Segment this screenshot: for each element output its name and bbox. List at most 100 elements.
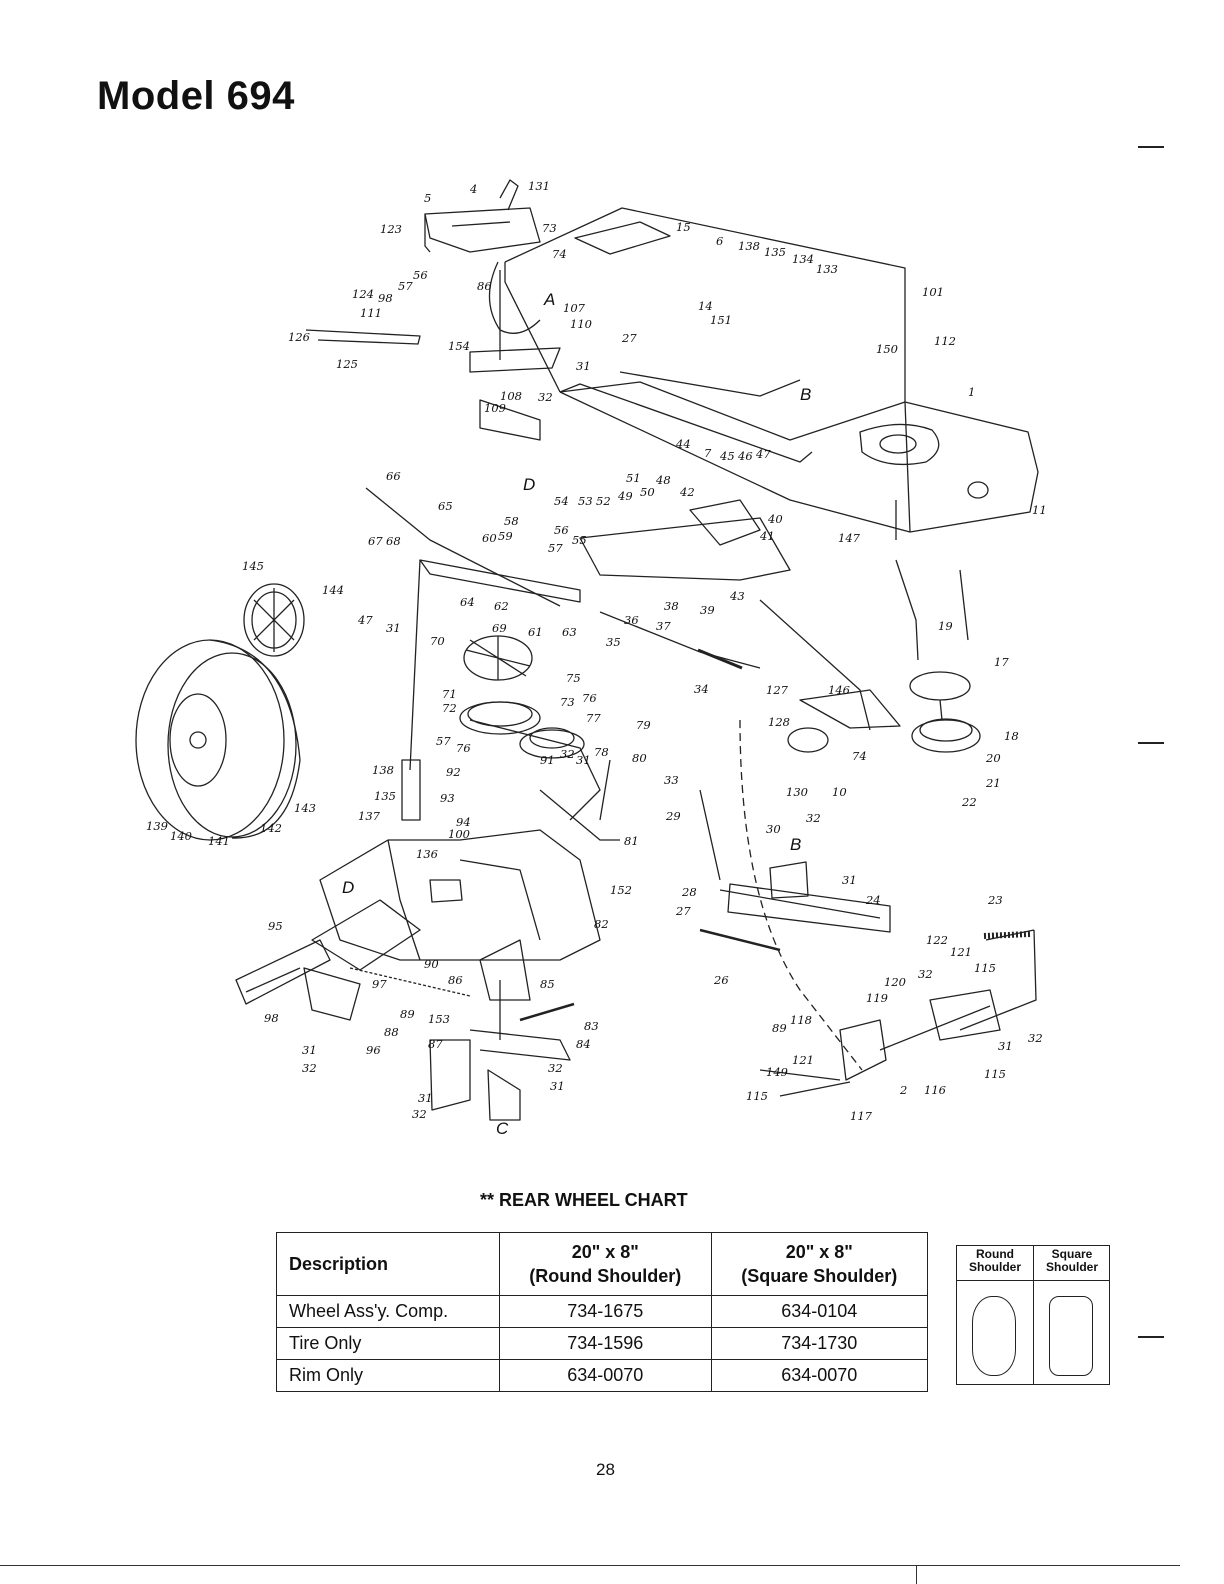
callout: 98 bbox=[264, 1011, 279, 1025]
callout: 84 bbox=[576, 1037, 591, 1051]
callout: 47 bbox=[357, 613, 373, 627]
callout: 1 bbox=[968, 385, 975, 399]
callout: 51 bbox=[626, 471, 641, 485]
callout: 95 bbox=[268, 919, 283, 933]
callout: 74 bbox=[552, 247, 567, 261]
callout: 119 bbox=[866, 991, 888, 1005]
callout: B bbox=[790, 835, 801, 854]
callout: 48 bbox=[655, 473, 671, 487]
callout: 27 bbox=[675, 904, 691, 918]
callout: 54 bbox=[554, 494, 569, 508]
callout: 67 bbox=[368, 534, 383, 548]
table-row: Tire Only 734-1596 734-1730 bbox=[276, 1327, 929, 1360]
callout: 17 bbox=[994, 655, 1009, 669]
callout: 32 bbox=[806, 811, 821, 825]
callout: 93 bbox=[440, 791, 455, 805]
callout: 39 bbox=[700, 603, 715, 617]
callout: 125 bbox=[336, 357, 358, 371]
callout: 141 bbox=[208, 834, 230, 848]
callout: 32 bbox=[560, 747, 575, 761]
callout: 42 bbox=[679, 485, 695, 499]
label-line: Round bbox=[976, 1247, 1014, 1261]
callout: 138 bbox=[738, 239, 760, 253]
callout: 44 bbox=[675, 437, 691, 451]
callout: 4 bbox=[469, 182, 477, 196]
table-header-row: Description 20" x 8" (Round Shoulder) 20… bbox=[276, 1232, 929, 1296]
callout: 58 bbox=[504, 514, 519, 528]
callout: 124 bbox=[352, 287, 374, 301]
callout: 110 bbox=[570, 317, 592, 331]
callout: 151 bbox=[710, 313, 732, 327]
callout: 150 bbox=[876, 342, 898, 356]
callout: 138 bbox=[372, 763, 394, 777]
round-part-number: 734-1596 bbox=[499, 1327, 712, 1360]
round-shoulder-label: Round Shoulder bbox=[957, 1248, 1033, 1274]
label-line: Square bbox=[1051, 1247, 1093, 1261]
callout: 111 bbox=[360, 306, 382, 320]
callout: 40 bbox=[767, 512, 783, 526]
callout: 62 bbox=[494, 599, 509, 613]
callout: 134 bbox=[792, 252, 814, 266]
callout: 117 bbox=[850, 1109, 873, 1123]
callout: 32 bbox=[538, 390, 553, 404]
legend-divider bbox=[957, 1280, 1109, 1281]
callout: 98 bbox=[378, 291, 393, 305]
callout: 149 bbox=[766, 1065, 788, 1079]
callout: 31 bbox=[418, 1091, 433, 1105]
callout: 14 bbox=[698, 299, 713, 313]
callout: 133 bbox=[816, 262, 838, 276]
callout: 49 bbox=[617, 489, 633, 503]
label-line: Shoulder bbox=[1045, 1260, 1098, 1274]
row-description: Tire Only bbox=[276, 1327, 500, 1360]
callout: 20 bbox=[985, 751, 1001, 765]
transaxle bbox=[235, 829, 601, 1021]
callout: 66 bbox=[386, 469, 401, 483]
callout: 85 bbox=[540, 977, 555, 991]
rear-wheel-table: Description 20" x 8" (Round Shoulder) 20… bbox=[276, 1232, 929, 1392]
callout: 115 bbox=[746, 1089, 768, 1103]
callout: 121 bbox=[792, 1053, 814, 1067]
callout: 123 bbox=[380, 222, 402, 236]
callout: 107 bbox=[563, 301, 586, 315]
callout: 145 bbox=[242, 559, 264, 573]
callout: 90 bbox=[424, 957, 439, 971]
callout: 2 bbox=[899, 1083, 907, 1097]
callout: 53 bbox=[578, 494, 593, 508]
callout: 55 bbox=[572, 533, 587, 547]
header-kind: (Square Shoulder) bbox=[741, 1266, 898, 1286]
callout: 57 bbox=[436, 734, 451, 748]
callout: 130 bbox=[786, 785, 808, 799]
callout: 56 bbox=[413, 268, 428, 282]
callout: 126 bbox=[288, 330, 310, 344]
callout: 80 bbox=[632, 751, 647, 765]
callout: 128 bbox=[768, 715, 790, 729]
callout: 35 bbox=[606, 635, 621, 649]
callout: 109 bbox=[484, 401, 506, 415]
callout: 61 bbox=[528, 625, 543, 639]
callout: 41 bbox=[759, 529, 775, 543]
callout: 127 bbox=[766, 683, 789, 697]
callout: 116 bbox=[924, 1083, 946, 1097]
row-description: Rim Only bbox=[276, 1359, 500, 1392]
callout: 38 bbox=[664, 599, 679, 613]
callout: 47 bbox=[755, 447, 771, 461]
callout: 83 bbox=[584, 1019, 599, 1033]
callout: 76 bbox=[582, 691, 597, 705]
callout: 6 bbox=[716, 234, 723, 248]
callout: 154 bbox=[448, 339, 470, 353]
callout: 52 bbox=[596, 494, 611, 508]
callout: 101 bbox=[922, 285, 944, 299]
square-shoulder-cell: Square Shoulder bbox=[1034, 1246, 1110, 1384]
callout: 135 bbox=[764, 245, 786, 259]
header-size: 20" x 8" bbox=[571, 1242, 639, 1262]
callout: 31 bbox=[550, 1079, 565, 1093]
callout: 24 bbox=[865, 893, 881, 907]
callout: 45 bbox=[719, 449, 735, 463]
callout: 122 bbox=[926, 933, 948, 947]
callout: 87 bbox=[428, 1037, 443, 1051]
callout: 27 bbox=[621, 331, 637, 345]
callout: 11 bbox=[1032, 503, 1047, 517]
callout: 57 bbox=[548, 541, 563, 555]
callout: 152 bbox=[610, 883, 632, 897]
callout: 92 bbox=[446, 765, 461, 779]
